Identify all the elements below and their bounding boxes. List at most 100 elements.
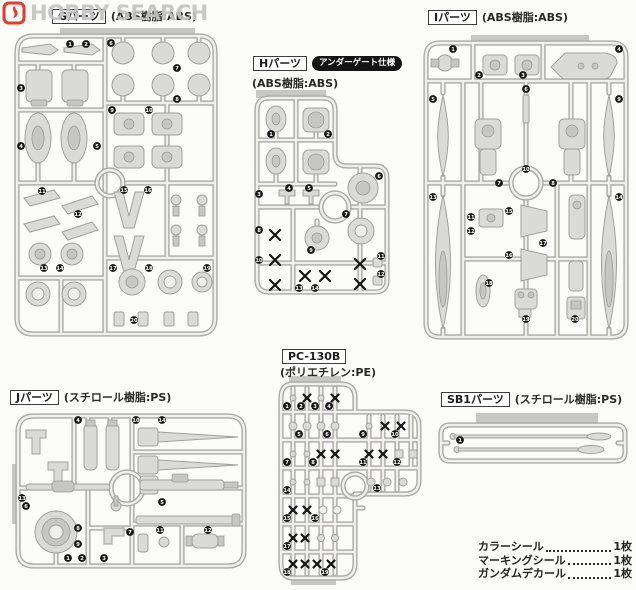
svg-text:18: 18	[485, 281, 493, 287]
svg-text:13: 13	[295, 286, 303, 292]
svg-text:14: 14	[615, 195, 623, 201]
runner-g-label: Gパーツ (ABS樹脂:ABS)	[52, 8, 197, 24]
svg-text:3: 3	[19, 86, 23, 92]
svg-text:2: 2	[80, 556, 84, 562]
runner-h-tag: Hパーツ	[253, 56, 307, 71]
runner-pc-material: (ポリエチレン:PE)	[280, 366, 377, 379]
runner-j-label: Jパーツ (スチロール樹脂:PS)	[10, 389, 171, 405]
accessory-row: カラーシール 1枚	[478, 540, 632, 554]
svg-text:17: 17	[283, 544, 291, 550]
svg-text:5: 5	[297, 432, 301, 438]
svg-text:1: 1	[68, 42, 72, 48]
svg-text:14: 14	[283, 488, 291, 494]
accessory-row: マーキングシール 1枚	[478, 554, 632, 568]
svg-text:10: 10	[255, 258, 263, 264]
accessory-row: ガンダムデカール 1枚	[478, 567, 632, 581]
watermark-text: HOBBY SEARCH	[30, 1, 208, 25]
svg-text:3: 3	[257, 192, 261, 198]
svg-text:12: 12	[74, 212, 82, 218]
svg-text:9: 9	[617, 97, 621, 103]
svg-text:17: 17	[109, 266, 117, 272]
runner-j-material: (スチロール樹脂:PS)	[63, 391, 172, 404]
svg-text:10: 10	[145, 108, 153, 114]
hobby-search-watermark: HOBBY SEARCH	[2, 1, 208, 25]
svg-text:15: 15	[505, 209, 513, 215]
svg-text:6: 6	[325, 432, 329, 438]
svg-text:18: 18	[145, 266, 153, 272]
svg-text:19: 19	[522, 317, 530, 323]
runner-sb1-figure: 1	[438, 413, 630, 466]
svg-text:18: 18	[283, 570, 291, 576]
svg-text:12: 12	[467, 229, 475, 235]
svg-text:4: 4	[19, 144, 23, 150]
svg-text:15: 15	[283, 516, 291, 522]
svg-text:9: 9	[110, 108, 114, 114]
svg-text:1: 1	[285, 404, 289, 410]
runner-h-material-label: (ABS樹脂:ABS)	[252, 75, 338, 91]
svg-text:6: 6	[524, 87, 528, 93]
accessory-list: カラーシール 1枚 マーキングシール 1枚 ガンダムデカール 1枚	[478, 540, 632, 581]
runner-sb1-tag: SB1パーツ	[441, 391, 510, 407]
svg-text:13: 13	[18, 496, 26, 502]
runner-pc-material-label: (ポリエチレン:PE)	[280, 364, 376, 380]
svg-text:9: 9	[76, 542, 80, 548]
svg-text:6: 6	[109, 41, 113, 47]
svg-text:10: 10	[391, 432, 399, 438]
svg-text:5: 5	[307, 186, 311, 192]
svg-text:13: 13	[373, 486, 381, 492]
svg-text:1: 1	[66, 556, 70, 562]
accessory-count: 1枚	[613, 540, 632, 553]
accessory-count: 1枚	[613, 553, 632, 567]
dotted-leader	[568, 576, 612, 579]
runner-j-tag: Jパーツ	[10, 389, 59, 405]
svg-text:3: 3	[313, 404, 317, 410]
svg-text:16: 16	[505, 253, 513, 259]
hobby-search-logo-icon	[2, 1, 26, 25]
svg-text:20: 20	[130, 318, 138, 324]
svg-text:17: 17	[539, 241, 547, 247]
svg-text:1: 1	[269, 132, 273, 138]
svg-text:2: 2	[326, 132, 330, 138]
svg-text:6: 6	[377, 174, 381, 180]
svg-text:10: 10	[522, 167, 530, 173]
svg-text:4: 4	[76, 418, 80, 424]
svg-text:2: 2	[84, 42, 88, 48]
svg-text:7: 7	[128, 530, 132, 536]
svg-text:8: 8	[175, 97, 179, 103]
svg-text:7: 7	[285, 460, 289, 466]
svg-text:4: 4	[287, 186, 291, 192]
svg-text:11: 11	[467, 215, 475, 221]
svg-text:11: 11	[38, 189, 46, 195]
runner-g-material: (ABS樹脂:ABS)	[110, 10, 197, 23]
svg-text:13: 13	[429, 195, 437, 201]
svg-text:7: 7	[497, 181, 501, 187]
accessory-name: カラーシール	[478, 540, 544, 553]
svg-text:7: 7	[175, 66, 179, 72]
svg-text:3: 3	[102, 556, 106, 562]
undergate-badge: アンダーゲート仕様	[312, 56, 403, 71]
svg-text:14: 14	[56, 266, 64, 272]
runner-pc-tag: PC-130B	[282, 349, 347, 364]
runner-g-tag: Gパーツ	[52, 8, 106, 24]
accessory-count: 1枚	[613, 567, 632, 580]
runner-i-material: (ABS樹脂:ABS)	[481, 11, 568, 24]
dotted-leader	[567, 563, 612, 565]
svg-text:13: 13	[40, 266, 48, 272]
svg-text:12: 12	[204, 528, 212, 534]
svg-text:8: 8	[551, 181, 555, 187]
svg-text:9: 9	[309, 248, 313, 254]
runner-pc-label: PC-130B	[282, 349, 347, 364]
svg-text:7: 7	[344, 212, 348, 218]
svg-text:20: 20	[571, 317, 579, 323]
dotted-leader	[545, 549, 612, 552]
svg-text:12: 12	[393, 460, 401, 466]
runner-i-tag: Iパーツ	[428, 9, 477, 25]
svg-text:10: 10	[132, 418, 140, 424]
svg-text:19: 19	[203, 266, 211, 272]
svg-text:8: 8	[257, 228, 261, 234]
